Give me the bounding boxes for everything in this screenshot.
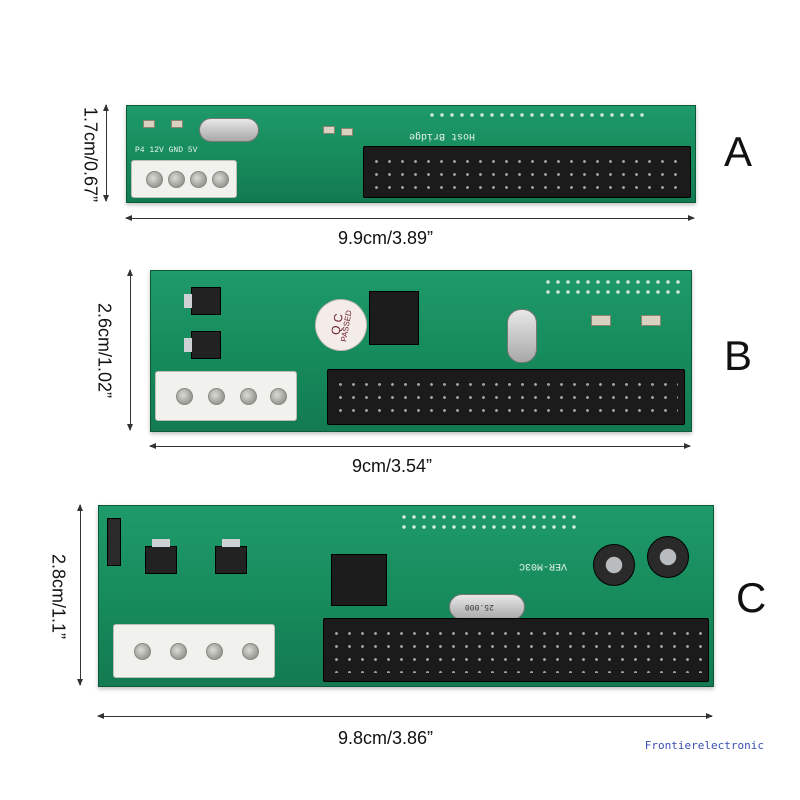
board-a-height-arrow [103, 104, 109, 202]
board-b-regulator-1 [184, 287, 221, 315]
board-c-capacitor-2 [647, 536, 689, 578]
board-a-ide-connector [363, 146, 691, 198]
board-a-crystal [199, 118, 259, 142]
board-c-regulator-2 [215, 539, 247, 574]
board-c-ide-connector [323, 618, 709, 682]
board-b-regulator-2 [184, 331, 221, 359]
board-b-power-connector [155, 371, 297, 421]
board-c-capacitor-1 [593, 544, 635, 586]
board-a-height-text: 1.7cm/0.67” [80, 106, 101, 203]
board-a-width-arrow [125, 215, 695, 221]
board-c-width-arrow [97, 713, 713, 719]
board-c-crystal-label: 25.000 [465, 602, 494, 611]
board-c-pcb: 25.000 VER-M03C [98, 505, 714, 687]
board-b-height-arrow [127, 269, 133, 431]
board-c-height-text: 2.8cm/1.1” [48, 553, 69, 640]
board-b-qc-sticker: Q C PASSED [310, 294, 372, 356]
board-b-label: B [724, 332, 753, 379]
board-a-label: A [724, 128, 753, 175]
board-b-pcb: Q C PASSED [150, 270, 692, 432]
watermark-text: Frontierelectronic [644, 739, 764, 752]
board-a-power-connector [131, 160, 237, 198]
board-c-bridge-chip [327, 550, 391, 610]
board-b-ide-connector [327, 369, 685, 425]
board-a-pcb: P4 12V GND 5V Host Bridge [126, 105, 696, 203]
board-c-crystal [449, 594, 525, 620]
board-c-height-arrow [77, 504, 83, 686]
board-a-width-text: 9.9cm/3.89” [338, 228, 434, 248]
board-c-regulator-1 [145, 539, 177, 574]
board-b-width-arrow [149, 443, 691, 449]
board-c-silk-version: VER-M03C [519, 560, 568, 571]
board-c-jumper [107, 518, 121, 566]
board-c-label: C [736, 574, 767, 621]
board-a-silk-power: P4 12V GND 5V [135, 146, 198, 155]
board-c-power-connector [113, 624, 275, 678]
board-b-crystal [507, 309, 537, 363]
board-a-silk-host-bridge: Host Bridge [409, 130, 476, 141]
board-b-height-text: 2.6cm/1.02” [94, 302, 115, 399]
board-b-width-text: 9cm/3.54” [352, 456, 433, 476]
board-c-width-text: 9.8cm/3.86” [338, 728, 434, 748]
board-b-bridge-chip [365, 287, 423, 349]
